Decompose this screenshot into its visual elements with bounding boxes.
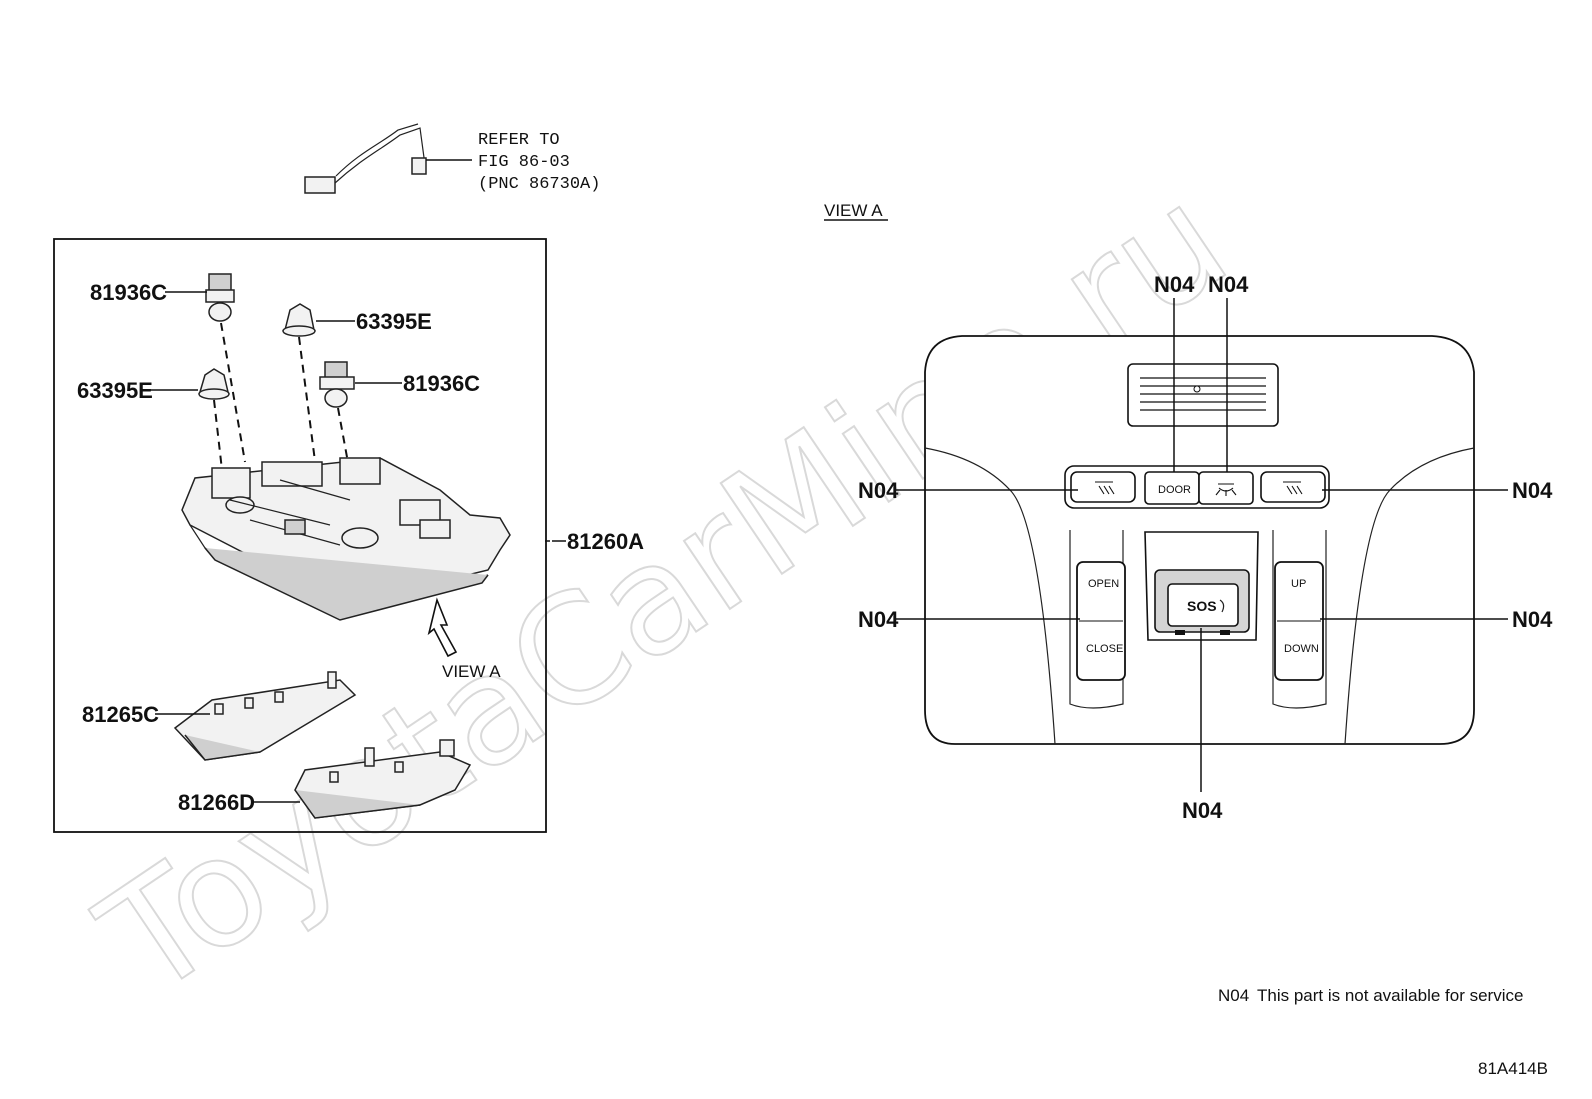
- map-lamp-left-button[interactable]: [1070, 471, 1136, 503]
- map-lamp-right-icon: [1283, 481, 1303, 495]
- callout-63395e-left: 63395E: [77, 378, 153, 403]
- callout-81266d: 81266D: [178, 790, 255, 815]
- bulb-icon-right: [319, 361, 355, 408]
- callout-n04-up-down: N04: [1512, 607, 1553, 632]
- cover-lower: [294, 739, 472, 819]
- note-code: N04: [1218, 986, 1249, 1005]
- callout-n04-open-close: N04: [858, 607, 899, 632]
- figure-id: 81A414B: [1478, 1059, 1548, 1078]
- open-label: OPEN: [1088, 578, 1119, 590]
- clip-icon: [282, 303, 316, 337]
- callout-n04-door: N04: [1154, 272, 1195, 297]
- wire-harness: [304, 123, 472, 194]
- callout-n04-sos: N04: [1182, 798, 1223, 823]
- cover-upper: [173, 671, 357, 761]
- overhead-console-assembly: [181, 457, 511, 621]
- callout-n04-dome: N04: [1208, 272, 1249, 297]
- refer-line-2: FIG 86-03: [478, 153, 570, 172]
- refer-line-3: (PNC 86730A): [478, 175, 600, 194]
- callout-81936c-top: 81936C: [90, 280, 167, 305]
- note-text: This part is not available for service: [1257, 986, 1523, 1005]
- sos-button[interactable]: [1167, 583, 1239, 627]
- up-label: UP: [1291, 578, 1306, 590]
- callout-63395e-top: 63395E: [356, 309, 432, 334]
- bulb-icon: [205, 273, 235, 322]
- dome-lamp-icon: [1215, 483, 1237, 496]
- down-label: DOWN: [1284, 643, 1319, 655]
- sos-label: SOS: [1187, 598, 1217, 614]
- view-a-arrow-icon: [427, 597, 458, 658]
- callout-81260a: 81260A: [567, 529, 644, 554]
- view-a-title: VIEW A: [824, 201, 883, 220]
- close-label: CLOSE: [1086, 643, 1123, 655]
- clip-icon-left: [198, 368, 230, 400]
- callout-81936c-right: 81936C: [403, 371, 480, 396]
- sos-arrow-icon: [1219, 599, 1225, 613]
- callout-81265c: 81265C: [82, 702, 159, 727]
- exploded-view-frame: [53, 238, 547, 833]
- map-lamp-left-icon: [1095, 481, 1115, 495]
- refer-line-1: REFER TO: [478, 131, 560, 150]
- view-a-arrow-label: VIEW A: [442, 662, 501, 681]
- callout-n04-left-lamp: N04: [858, 478, 899, 503]
- overhead-console-view-a: DOOR OPEN CLOSE SOS UP DOWN: [924, 335, 1475, 745]
- dome-lamp-button[interactable]: [1198, 471, 1254, 505]
- callout-n04-right-lamp: N04: [1512, 478, 1553, 503]
- door-button-label: DOOR: [1158, 484, 1191, 496]
